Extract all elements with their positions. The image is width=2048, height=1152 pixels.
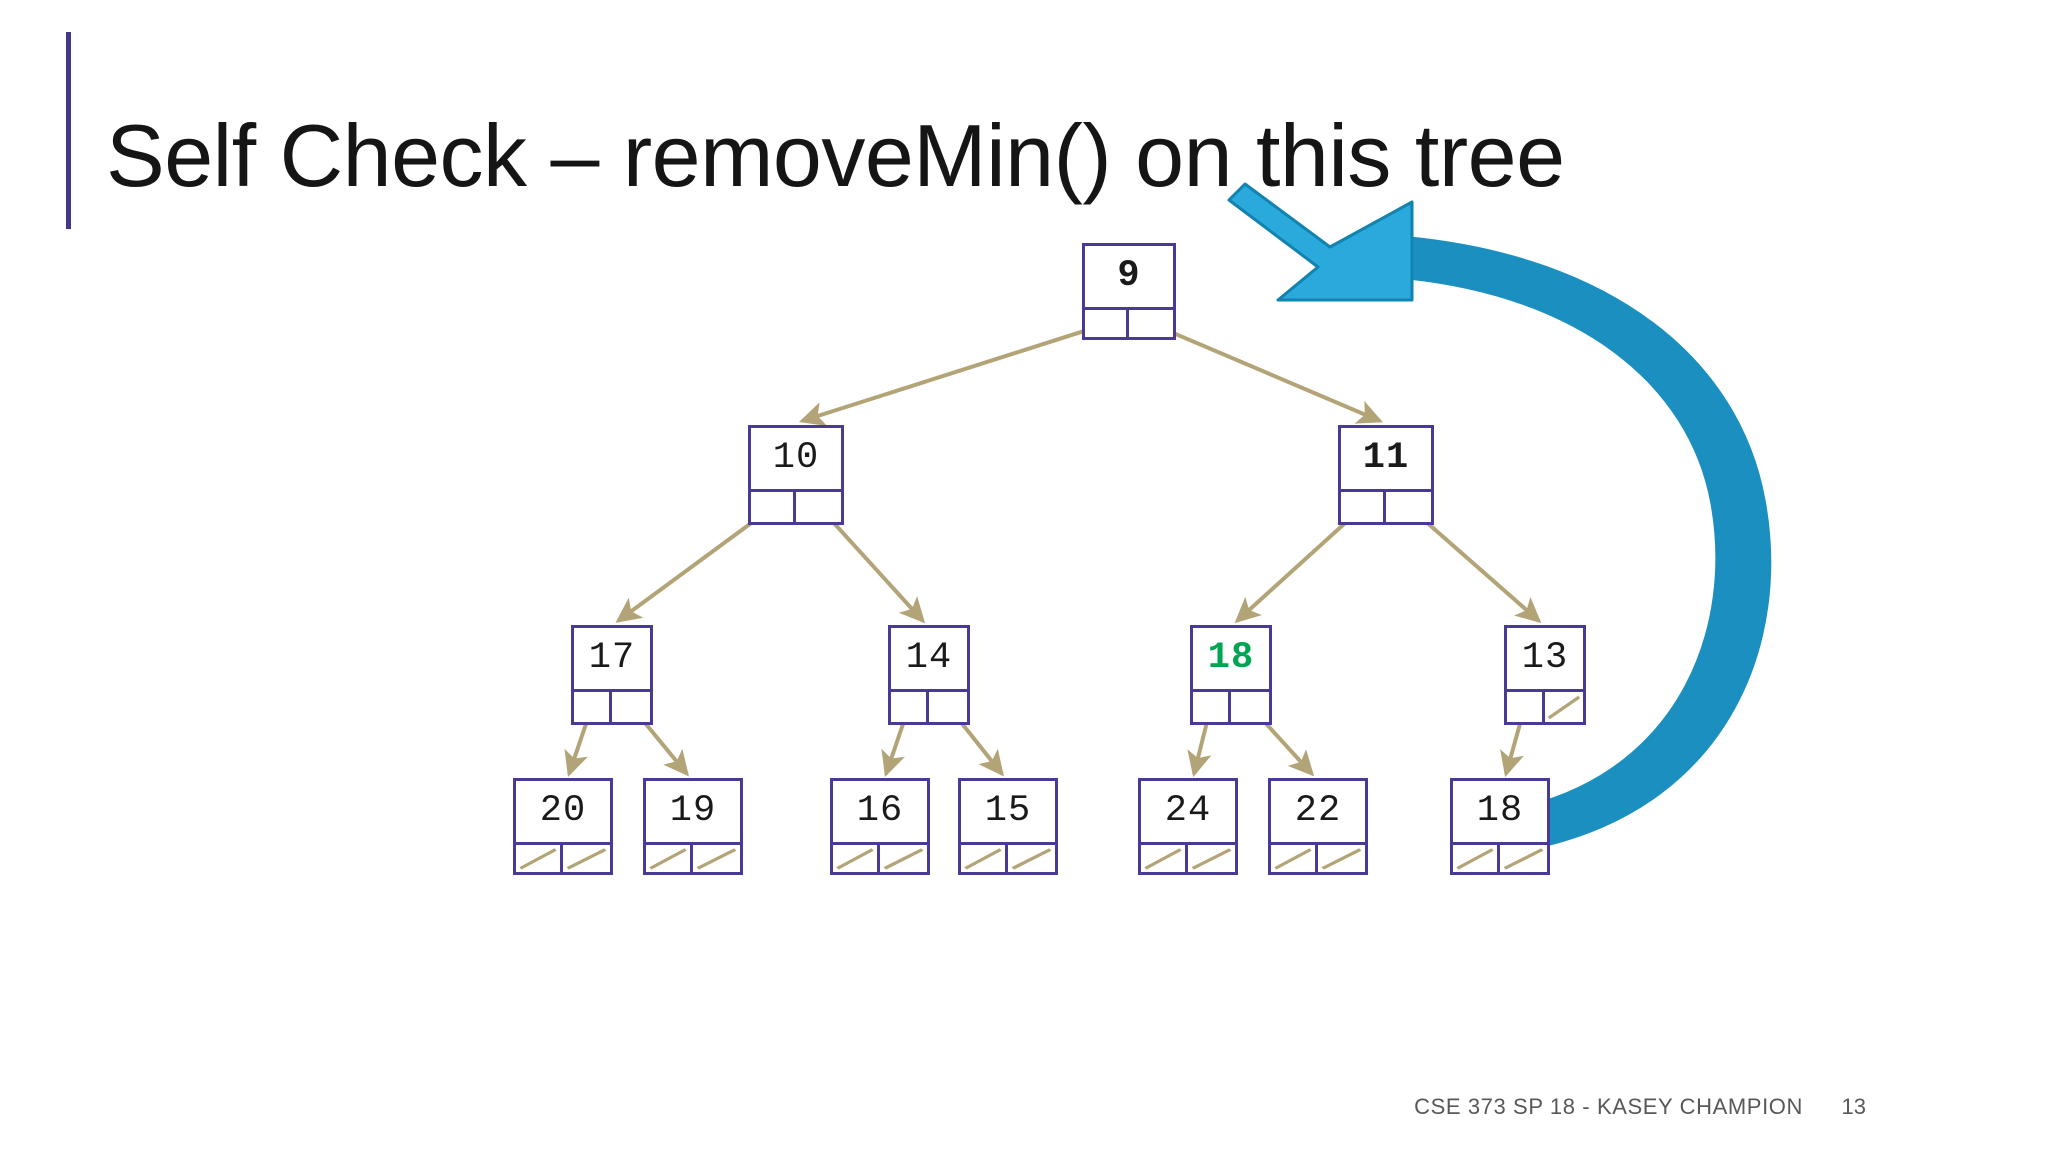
tree-edge-9-to-10: [798, 322, 1107, 427]
node-pointer-cell-left: [574, 692, 612, 722]
node-pointer-cell-right: [612, 692, 650, 722]
node-pointer-cell-left: [1085, 310, 1129, 337]
tree-node-16: 16: [830, 778, 930, 875]
null-pointer-slash-icon: [836, 848, 874, 870]
node-value: 20: [516, 781, 610, 845]
node-pointer-row: [646, 845, 740, 872]
node-pointer-cell-right-null: [1008, 845, 1055, 872]
node-value: 22: [1271, 781, 1365, 845]
node-pointer-row: [1341, 492, 1431, 522]
tree-node-18: 18: [1450, 778, 1550, 875]
null-pointer-slash-icon: [696, 848, 737, 870]
node-pointer-row: [516, 845, 610, 872]
tree-node-22: 22: [1268, 778, 1368, 875]
null-pointer-slash-icon: [1456, 848, 1494, 870]
node-pointer-cell-right: [929, 692, 967, 722]
null-pointer-slash-icon: [649, 848, 687, 870]
node-value: 9: [1085, 246, 1173, 310]
null-pointer-slash-icon: [1144, 848, 1182, 870]
node-pointer-row: [1453, 845, 1547, 872]
tree-node-18: 18: [1190, 625, 1272, 725]
tree-edge-layer: [564, 322, 1542, 778]
node-pointer-cell-right-null: [1545, 692, 1583, 722]
slide-footer: CSE 373 SP 18 - KASEY CHAMPION 13: [0, 1094, 2048, 1134]
null-pointer-slash-icon: [1191, 848, 1232, 870]
node-pointer-cell-left-null: [833, 845, 880, 872]
node-pointer-cell-left-null: [516, 845, 563, 872]
page-title: Self Check – removeMin() on this tree: [106, 105, 1565, 205]
node-pointer-cell-right: [1231, 692, 1269, 722]
null-pointer-slash-icon: [1011, 848, 1052, 870]
null-pointer-slash-icon: [566, 848, 607, 870]
tree-node-15: 15: [958, 778, 1058, 875]
node-pointer-cell-right-null: [1500, 845, 1547, 872]
node-pointer-cell-right-null: [1318, 845, 1365, 872]
tree-node-14: 14: [888, 625, 970, 725]
node-pointer-row: [574, 692, 650, 722]
node-pointer-cell-left-null: [1453, 845, 1500, 872]
node-pointer-cell-left-null: [961, 845, 1008, 872]
node-value: 13: [1507, 628, 1583, 692]
node-pointer-cell-right-null: [563, 845, 610, 872]
node-pointer-row: [1085, 310, 1173, 337]
node-pointer-row: [1193, 692, 1269, 722]
node-pointer-cell-left: [1193, 692, 1231, 722]
node-pointer-row: [1141, 845, 1235, 872]
node-value: 14: [891, 628, 967, 692]
null-pointer-slash-icon: [883, 848, 924, 870]
node-value: 17: [574, 628, 650, 692]
null-pointer-slash-icon: [964, 848, 1002, 870]
node-value: 24: [1141, 781, 1235, 845]
node-pointer-cell-right: [1386, 492, 1431, 522]
node-value: 18: [1193, 628, 1269, 692]
move-last-to-root-arrow: [1227, 182, 1772, 847]
tree-node-10: 10: [748, 425, 844, 525]
node-pointer-cell-right-null: [693, 845, 740, 872]
node-pointer-row: [1507, 692, 1583, 722]
node-value: 16: [833, 781, 927, 845]
node-pointer-cell-right: [1129, 310, 1173, 337]
node-value: 11: [1341, 428, 1431, 492]
tree-node-13: 13: [1504, 625, 1586, 725]
node-pointer-cell-left-null: [1271, 845, 1318, 872]
tree-node-24: 24: [1138, 778, 1238, 875]
footer-credit: CSE 373 SP 18 - KASEY CHAMPION: [1414, 1094, 1803, 1119]
tree-node-19: 19: [643, 778, 743, 875]
node-pointer-cell-left: [1507, 692, 1545, 722]
node-pointer-cell-left-null: [1141, 845, 1188, 872]
node-pointer-row: [891, 692, 967, 722]
node-pointer-row: [961, 845, 1055, 872]
node-pointer-row: [1271, 845, 1365, 872]
node-pointer-cell-left: [1341, 492, 1386, 522]
node-pointer-cell-right-null: [880, 845, 927, 872]
node-pointer-cell-left: [751, 492, 796, 522]
null-pointer-slash-icon: [1503, 848, 1544, 870]
callout-arrow-body: [1406, 236, 1772, 847]
node-value: 19: [646, 781, 740, 845]
node-value: 18: [1453, 781, 1547, 845]
node-pointer-cell-right-null: [1188, 845, 1235, 872]
tree-node-11: 11: [1338, 425, 1434, 525]
null-pointer-slash-icon: [1321, 848, 1362, 870]
tree-node-17: 17: [571, 625, 653, 725]
node-pointer-cell-left-null: [646, 845, 693, 872]
tree-edge-9-to-11: [1151, 322, 1383, 424]
tree-node-9: 9: [1082, 243, 1176, 340]
title-accent-bar: [66, 32, 71, 229]
node-pointer-cell-left: [891, 692, 929, 722]
node-pointer-cell-right: [796, 492, 841, 522]
node-value: 10: [751, 428, 841, 492]
null-pointer-slash-icon: [519, 848, 557, 870]
null-pointer-slash-icon: [1274, 848, 1312, 870]
node-value: 15: [961, 781, 1055, 845]
null-pointer-slash-icon: [1547, 695, 1581, 720]
node-pointer-row: [751, 492, 841, 522]
footer-page-number: 13: [1841, 1094, 1866, 1119]
node-pointer-row: [833, 845, 927, 872]
tree-node-20: 20: [513, 778, 613, 875]
